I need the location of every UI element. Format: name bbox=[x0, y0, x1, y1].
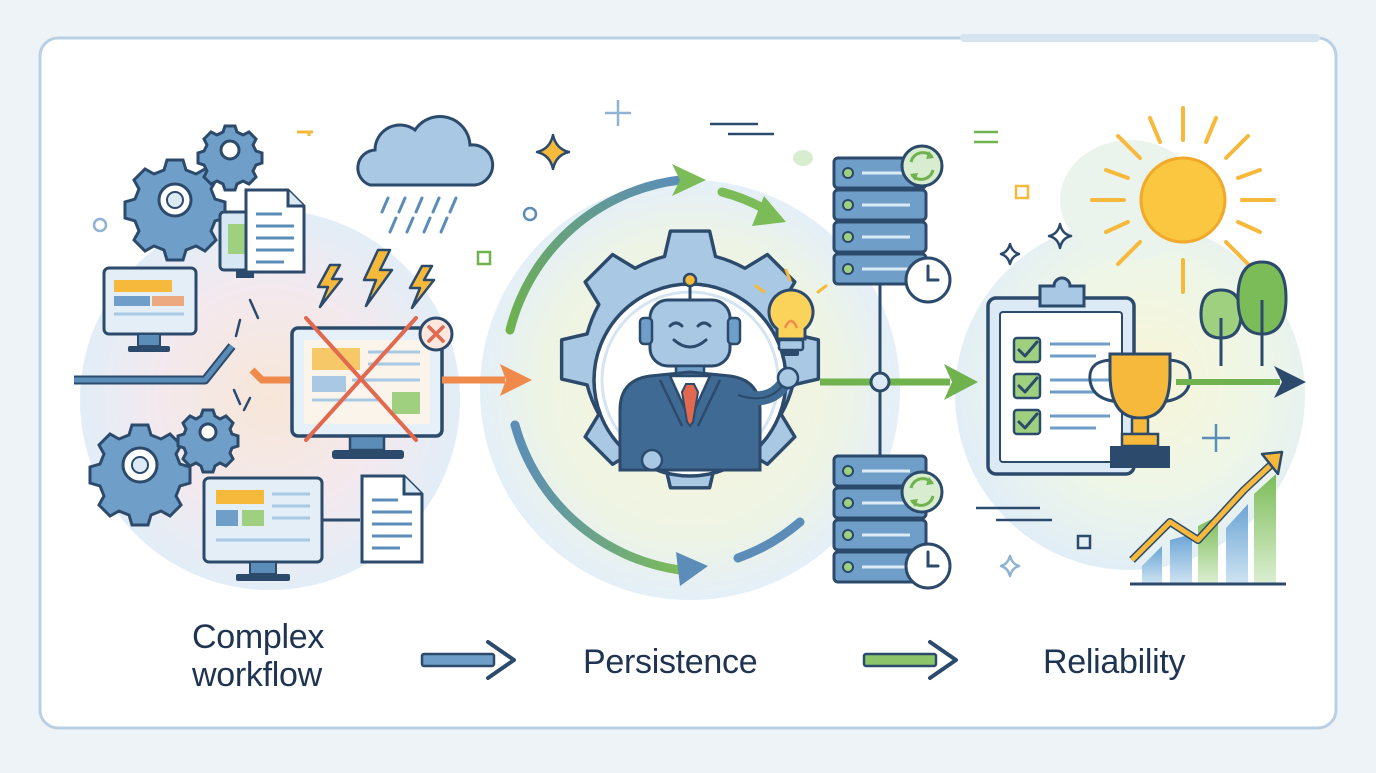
orange-arrow bbox=[442, 364, 532, 396]
sync-icon bbox=[900, 470, 944, 514]
sun-icon bbox=[1090, 106, 1276, 294]
sparkle-icon bbox=[999, 222, 1073, 578]
tree-icon bbox=[1199, 260, 1288, 366]
monitor-icon bbox=[102, 266, 198, 352]
monitor-icon bbox=[290, 316, 444, 459]
trophy-icon bbox=[1088, 352, 1192, 468]
caption-complex-line2: workflow bbox=[192, 656, 322, 694]
clock-icon bbox=[904, 542, 952, 590]
monitor-icon bbox=[202, 476, 324, 581]
caption-arrow bbox=[862, 640, 958, 680]
gear-icon bbox=[176, 408, 240, 474]
robot-businessman-icon bbox=[618, 272, 800, 472]
cloud-rain-icon bbox=[356, 115, 495, 234]
caption-arrow bbox=[420, 640, 516, 680]
error-x-icon bbox=[418, 316, 454, 352]
caption-reliability: Reliability bbox=[1043, 643, 1186, 681]
sync-icon bbox=[900, 144, 944, 188]
clipboard-checklist-icon bbox=[986, 276, 1136, 476]
gear-icon bbox=[196, 124, 264, 192]
cycle-arrow bbox=[505, 164, 805, 586]
gear-icon bbox=[123, 158, 227, 262]
sparkle-icon bbox=[535, 133, 571, 171]
growth-chart-icon bbox=[1129, 450, 1286, 586]
document-icon bbox=[244, 188, 306, 274]
caption-complex-line1: Complex bbox=[192, 618, 325, 656]
document-icon bbox=[360, 474, 424, 564]
caption-persistence: Persistence bbox=[583, 643, 758, 681]
lightbulb-icon bbox=[754, 268, 828, 356]
lightning-icon bbox=[316, 248, 436, 310]
gear-icon bbox=[88, 423, 192, 527]
caption-complex-workflow: Complex workflow bbox=[192, 618, 392, 694]
broken-link-icon bbox=[74, 298, 290, 412]
clock-icon bbox=[904, 256, 952, 304]
